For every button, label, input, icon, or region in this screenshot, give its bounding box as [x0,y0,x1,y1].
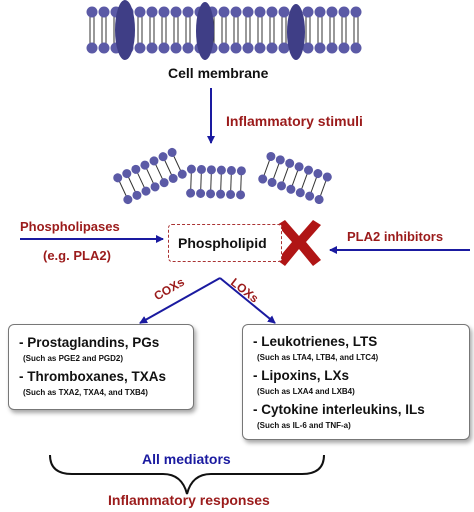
lox-product-examples: (Such as LXA4 and LXB4) [257,387,355,396]
lox-arrow [219,277,276,324]
lox-products-box: - Leukotrienes, LTS (Such as LTA4, LTB4,… [242,324,470,440]
cox-products-box: - Prostaglandins, PGs (Such as PGE2 and … [8,324,194,410]
lox-product-title: - Lipoxins, LXs [253,368,350,383]
pla2-inhibitors-label: PLA2 inhibitors [347,229,444,244]
cox-product-title: - Thromboxanes, TXAs [19,369,167,384]
inhibition-x-icon [277,220,321,266]
cox-product-examples: (Such as PGE2 and PGD2) [23,354,124,363]
phospholipid-label: Phospholipid [178,235,267,251]
lipid-bilayer-icon [86,0,362,60]
phospholipid-box: Phospholipid [168,224,282,262]
cell-membrane-label: Cell membrane [168,65,269,81]
phospholipases-example-label: (e.g. PLA2) [43,248,111,263]
lox-product-title: - Leukotrienes, LTS [253,334,378,349]
lox-product-examples: (Such as IL-6 and TNF-a) [257,421,351,430]
cox-product-title: - Prostaglandins, PGs [19,335,160,350]
lox-product-title: - Cytokine interleukins, ILs [253,402,425,417]
cox-arrow [139,277,221,324]
inflammatory-stimuli-label: Inflammatory stimuli [226,113,363,129]
inflammatory-responses-label: Inflammatory responses [108,492,270,508]
phospholipases-label: Phospholipases [20,219,120,234]
cox-product-examples: (Such as TXA2, TXA4, and TXB4) [23,388,148,397]
phospholipid-fragment-icon [113,147,332,205]
all-mediators-label: All mediators [142,451,231,467]
lox-product-examples: (Such as LTA4, LTB4, and LTC4) [257,353,379,362]
brace-icon [49,454,325,495]
